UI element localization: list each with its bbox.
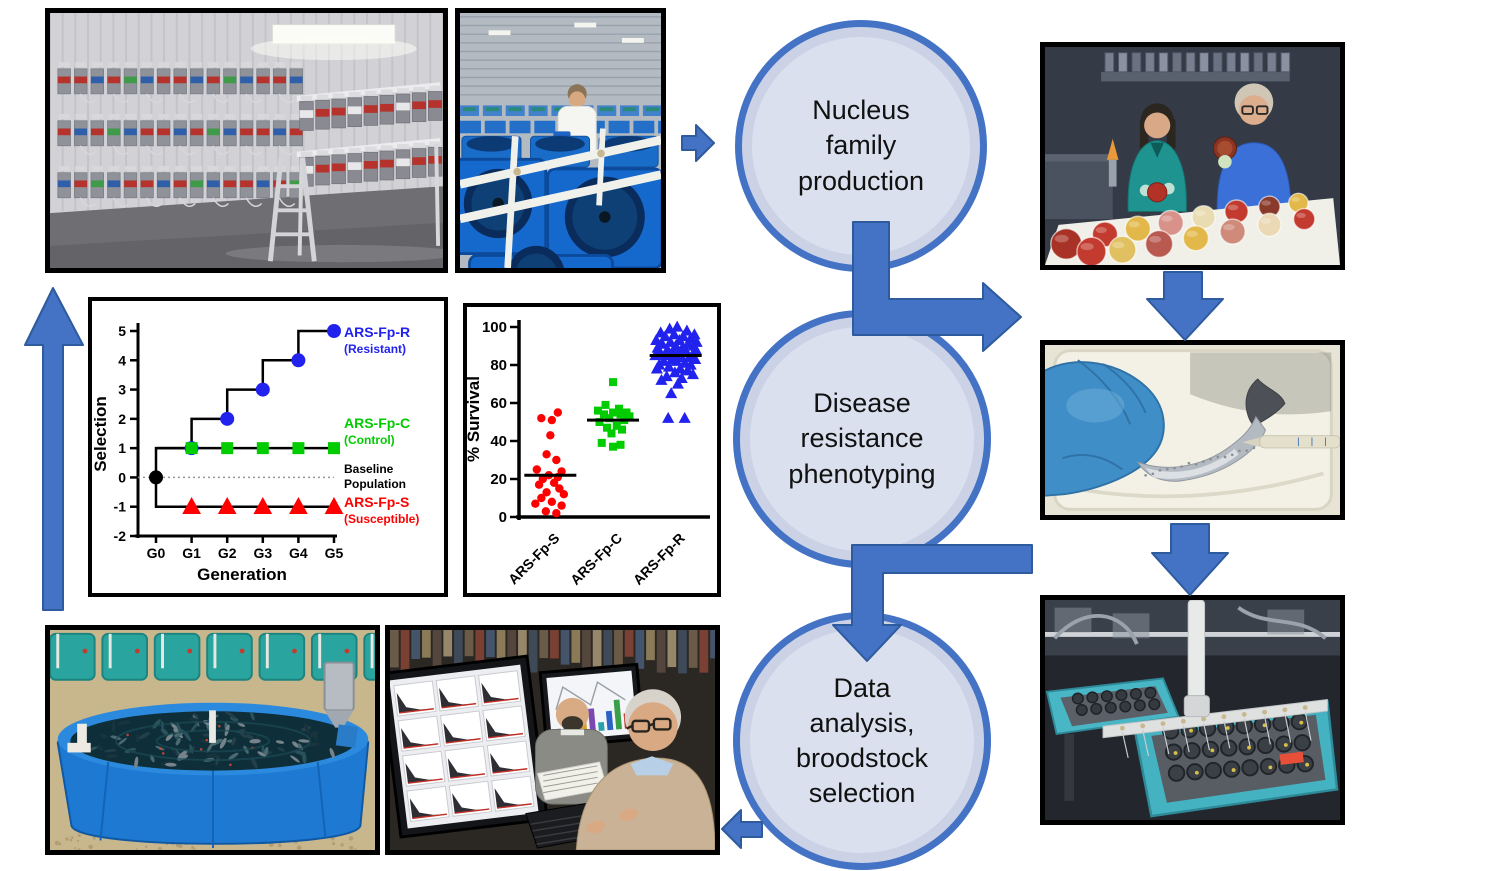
survival-dotplot-panel: 0 20 40 60 80 100 % SurvivalARS-Fp-SARS-Fp-CAR… <box>463 303 721 597</box>
svg-text:(Control): (Control) <box>344 433 395 447</box>
scientist-teal-coat <box>1127 103 1187 212</box>
svg-text:2: 2 <box>118 411 126 427</box>
blue-glove <box>1045 359 1165 497</box>
svg-text:40: 40 <box>490 433 507 450</box>
challenge-tanks-photo <box>1040 595 1345 825</box>
flow-step-label: Data analysis, broodstock selection <box>795 672 929 809</box>
svg-text:Population: Population <box>344 477 406 491</box>
juvenile-fish <box>1136 378 1286 482</box>
svg-text:Generation: Generation <box>197 565 287 584</box>
svg-text:G2: G2 <box>218 545 237 561</box>
svg-text:100: 100 <box>482 319 507 336</box>
svg-text:-1: -1 <box>114 499 127 515</box>
broodstock-tank-photo <box>45 625 380 855</box>
svg-text:ARS-Fp-S: ARS-Fp-S <box>505 530 563 588</box>
svg-text:Baseline: Baseline <box>344 462 394 476</box>
svg-text:-2: -2 <box>114 528 127 544</box>
svg-text:ARS-Fp-R: ARS-Fp-R <box>344 324 410 340</box>
feed-hopper <box>323 661 358 748</box>
svg-text:1: 1 <box>118 440 126 456</box>
svg-text:G1: G1 <box>182 545 201 561</box>
svg-text:4: 4 <box>118 352 126 368</box>
svg-text:G3: G3 <box>253 545 272 561</box>
step-ladder <box>267 157 317 262</box>
svg-text:60: 60 <box>490 395 507 412</box>
svg-text:5: 5 <box>118 323 126 339</box>
fish-phenotyping-photo <box>1040 340 1345 520</box>
svg-text:3: 3 <box>118 382 126 398</box>
svg-text:ARS-Fp-C: ARS-Fp-C <box>344 415 410 431</box>
challenge-tub-left <box>1045 677 1180 801</box>
incubation-jar-rows <box>57 62 303 208</box>
arrow-lab-to-fish-photo <box>1146 271 1224 341</box>
svg-text:% Survival: % Survival <box>467 376 483 462</box>
challenge-tub-right <box>1132 700 1339 818</box>
svg-text:Selection: Selection <box>92 396 110 472</box>
data-analysis-photo <box>385 625 720 855</box>
lab-culture-plates-photo <box>1040 42 1345 270</box>
svg-text:(Resistant): (Resistant) <box>344 342 406 356</box>
flow-step-data-analysis-broodstock-selection: Data analysis, broodstock selection <box>733 612 991 870</box>
bookshelf <box>390 630 715 674</box>
svg-text:20: 20 <box>490 471 507 488</box>
flow-step-nucleus-family-production: Nucleus family production <box>735 20 987 272</box>
flow-step-disease-resistance-phenotyping: Disease resistance phenotyping <box>733 310 991 568</box>
round-tank <box>56 702 370 849</box>
bunsen-flame <box>1106 138 1119 160</box>
svg-text:G0: G0 <box>147 545 166 561</box>
arrow-fish-to-challenge-tanks <box>1151 523 1229 596</box>
syringe <box>1242 435 1340 449</box>
flow-step-label: Nucleus family production <box>797 95 925 196</box>
svg-text:G5: G5 <box>325 545 344 561</box>
monitor-left <box>390 654 549 839</box>
svg-text:ARS-Fp-S: ARS-Fp-S <box>344 494 409 510</box>
incubation-jars-photo <box>45 8 448 273</box>
svg-text:G4: G4 <box>289 545 308 561</box>
survival-dotplot-chart: 0 20 40 60 80 100 % SurvivalARS-Fp-SARS-Fp-CAR… <box>467 319 710 588</box>
hatchery-tanks-photo <box>455 8 666 273</box>
researcher-front <box>575 689 715 850</box>
arrow-tanks-to-nucleus <box>681 124 715 162</box>
flow-step-label: Disease resistance phenotyping <box>788 388 936 489</box>
svg-text:ARS-Fp-R: ARS-Fp-R <box>630 530 688 588</box>
svg-text:80: 80 <box>490 357 507 374</box>
svg-text:ARS-Fp-C: ARS-Fp-C <box>567 530 625 588</box>
svg-text:0: 0 <box>499 509 507 526</box>
pvc-pipes <box>460 128 661 268</box>
svg-text:0: 0 <box>118 469 126 485</box>
svg-text:(Susceptible): (Susceptible) <box>344 512 419 526</box>
arrow-return-up <box>24 287 84 611</box>
pvc-manifold <box>1102 600 1328 758</box>
petri-dishes <box>1050 192 1316 265</box>
